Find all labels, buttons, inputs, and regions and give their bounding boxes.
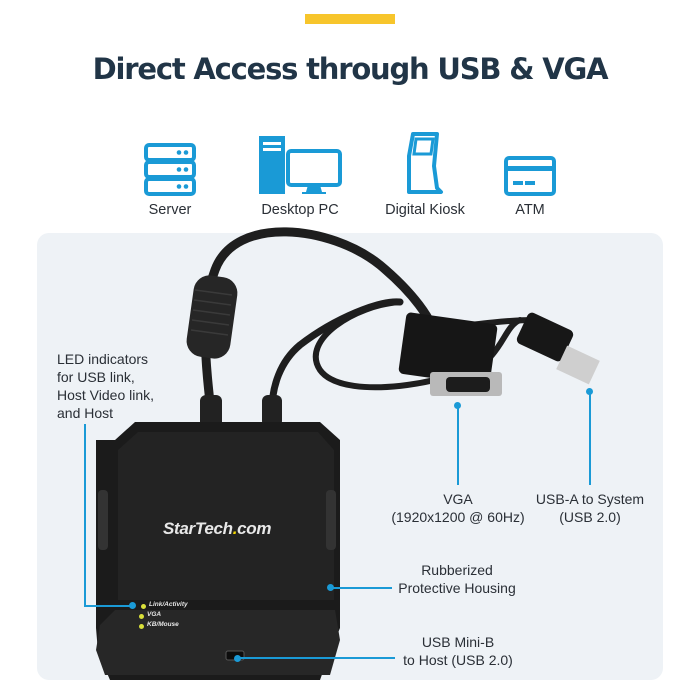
device-type-desktop-pc: Desktop PC (240, 136, 360, 218)
leader-dot (129, 602, 136, 609)
led-label-link: Link/Activity (149, 601, 188, 608)
device-type-kiosk: Digital Kiosk (365, 132, 485, 218)
callout-text: for USB link, (57, 369, 135, 385)
callout-text: and Host (57, 405, 114, 421)
callout-housing: Rubberized Protective Housing (392, 561, 522, 597)
callout-usb-a: USB-A to System (USB 2.0) (520, 490, 660, 526)
callout-led-indicators: LED indicators for USB link, Host Video … (57, 350, 154, 422)
callout-text: Protective Housing (398, 580, 516, 596)
brand-logo: StarTech.com (163, 519, 272, 538)
device-type-label: Server (148, 202, 192, 218)
callout-mini-b: USB Mini-B to Host (USB 2.0) (398, 633, 518, 669)
device-type-label: ATM (515, 202, 545, 218)
server-icon (110, 138, 230, 196)
led-label-vga: VGA (147, 611, 162, 618)
feature-panel (37, 233, 663, 680)
callout-text: LED indicators (57, 351, 149, 367)
leader-line (457, 405, 459, 485)
atm-icon (470, 138, 590, 196)
device-type-label: Desktop PC (261, 202, 339, 218)
leader-line (330, 587, 392, 589)
callout-text: Rubberized (421, 562, 493, 578)
led-indicator-link (141, 604, 146, 609)
callout-text: to Host (USB 2.0) (403, 652, 513, 668)
led-indicator-kbmouse (139, 624, 144, 629)
device-type-label: Digital Kiosk (385, 202, 465, 218)
accent-bar (305, 14, 395, 24)
device-type-atm: ATM (470, 138, 590, 218)
callout-text: (USB 2.0) (559, 509, 621, 525)
led-indicator-vga (139, 614, 144, 619)
leader-line (237, 657, 395, 659)
desktop-pc-icon (240, 136, 360, 196)
callout-text: (1920x1200 @ 60Hz) (391, 509, 525, 525)
callout-vga: VGA (1920x1200 @ 60Hz) (378, 490, 538, 526)
leader-line (84, 605, 131, 607)
led-label-kbmouse: KB/Mouse (147, 621, 179, 628)
callout-text: USB-A to System (535, 491, 645, 507)
callout-text: USB Mini-B (421, 634, 495, 650)
device-type-server: Server (110, 138, 230, 218)
leader-line (589, 391, 591, 485)
kiosk-icon (365, 132, 485, 196)
leader-line (84, 424, 86, 607)
page-title: Direct Access through USB & VGA (92, 52, 609, 86)
callout-text: VGA (443, 491, 473, 507)
callout-text: Host Video link, (57, 387, 155, 403)
